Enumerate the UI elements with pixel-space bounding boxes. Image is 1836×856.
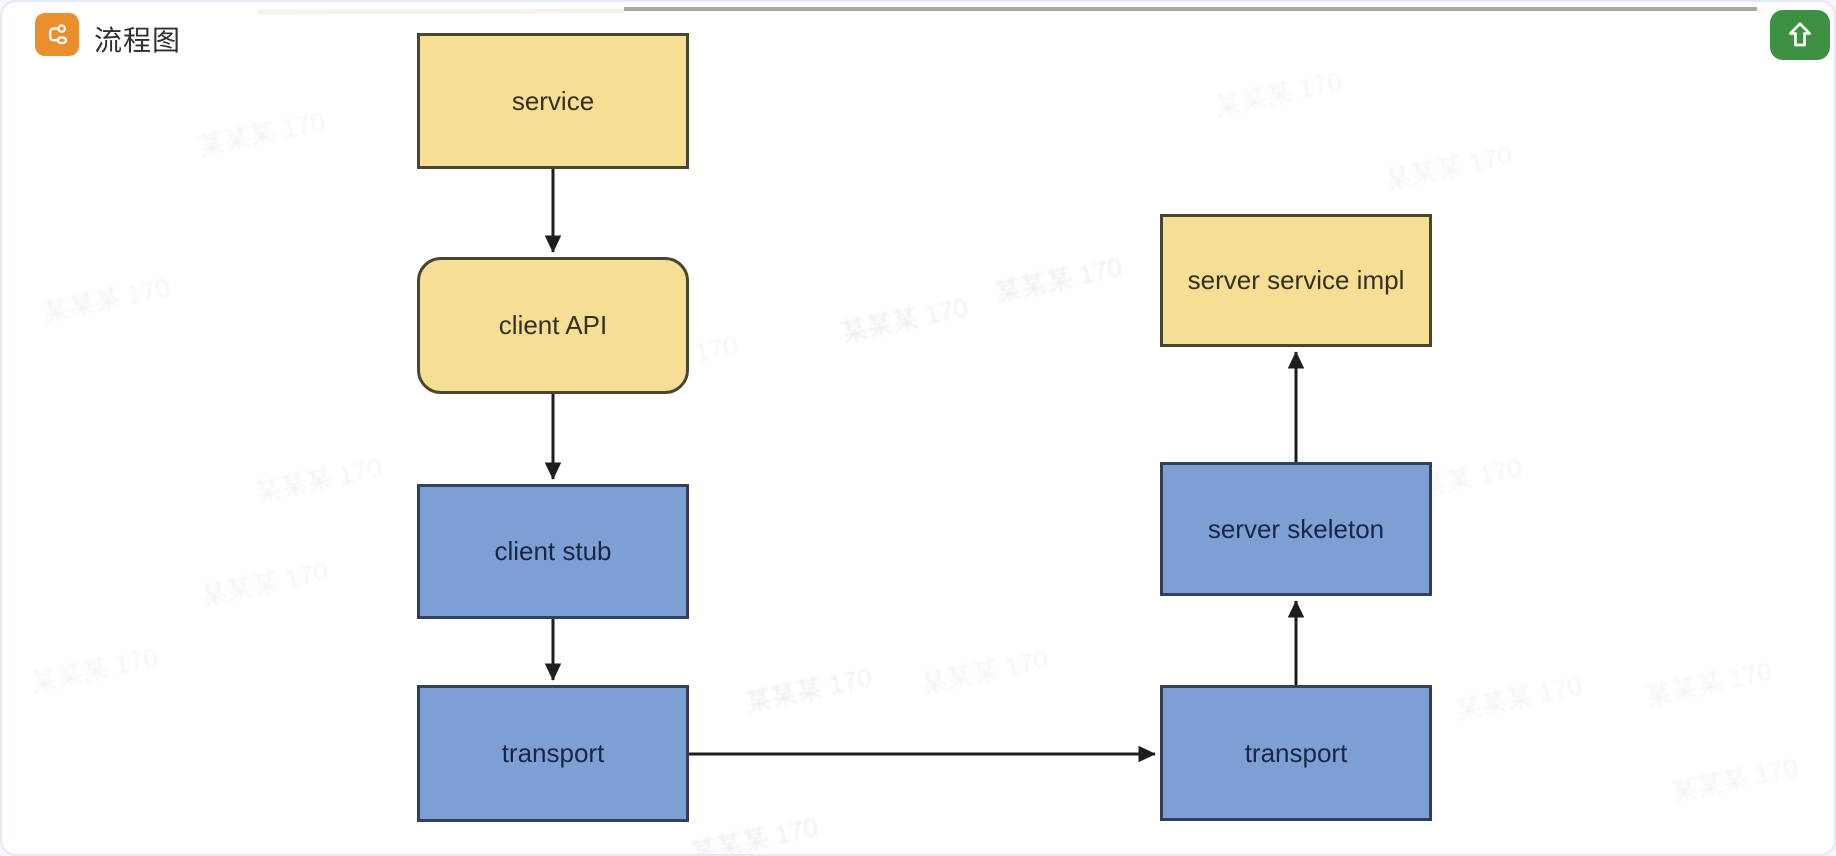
- up-arrow-icon: [1789, 22, 1811, 47]
- node-client-stub[interactable]: client stub: [417, 484, 689, 619]
- flowchart-icon: [35, 13, 79, 56]
- node-server-skeleton[interactable]: server skeleton: [1160, 462, 1432, 596]
- page-title: 流程图: [94, 25, 182, 56]
- node-transport-left[interactable]: transport: [417, 685, 689, 822]
- node-client-api[interactable]: client API: [417, 257, 689, 394]
- cropped-element-edge-faint: [256, 8, 625, 15]
- node-service[interactable]: service: [417, 33, 689, 169]
- node-transport-right[interactable]: transport: [1160, 685, 1432, 821]
- node-server-service-impl[interactable]: server service impl: [1160, 214, 1432, 347]
- expand-button[interactable]: [1770, 10, 1830, 60]
- flowchart-icon-glyph: [49, 23, 68, 44]
